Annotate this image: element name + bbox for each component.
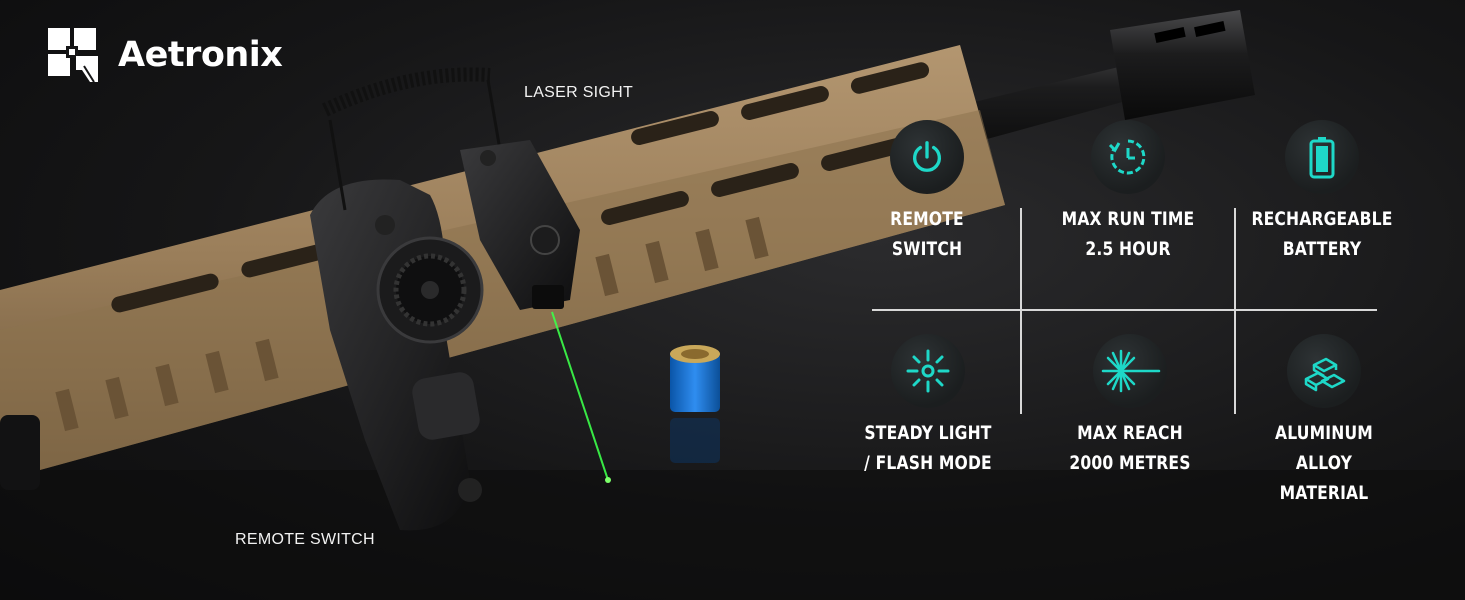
feature-label-line2: MATERIAL	[1279, 482, 1369, 504]
feature-steady-flash-mode: STEADY LIGHT / FLASH MODE	[838, 334, 1018, 478]
feature-label-line1: ALUMINUM ALLOY	[1275, 422, 1373, 474]
remote-switch-device	[310, 67, 502, 531]
feature-label-line1: REMOTE	[890, 208, 964, 230]
brand-logo: Aetronix	[46, 26, 283, 84]
battery-icon	[1309, 137, 1335, 179]
feature-label-line2: 2000 METRES	[1069, 452, 1191, 474]
feature-label-line2: BATTERY	[1282, 238, 1362, 260]
callout-remote-switch: REMOTE SWITCH	[235, 531, 375, 548]
feature-label-line2: / FLASH MODE	[864, 452, 992, 474]
feature-label-line2: SWITCH	[891, 238, 963, 260]
grid-divider-vertical-1	[1020, 208, 1022, 414]
grid-divider-vertical-2	[1234, 208, 1236, 414]
feature-label-line1: RECHARGEABLE	[1251, 208, 1393, 230]
grid-divider-horizontal	[872, 309, 1377, 311]
laser-sight-device	[460, 140, 580, 310]
brand-name: Aetronix	[118, 35, 283, 75]
power-icon	[913, 141, 941, 172]
feature-label-line2: 2.5 HOUR	[1085, 238, 1171, 260]
feature-label-line1: MAX REACH	[1077, 422, 1183, 444]
clock-icon	[1108, 139, 1146, 175]
laser-beam	[551, 311, 609, 481]
feature-aluminum-alloy: ALUMINUM ALLOY MATERIAL	[1234, 334, 1414, 508]
battery-cell	[670, 345, 720, 463]
laser-beam-icon	[1101, 349, 1161, 393]
light-burst-icon	[906, 349, 950, 393]
feature-label-line1: MAX RUN TIME	[1061, 208, 1195, 230]
brand-logo-icon	[48, 28, 98, 83]
callout-laser-sight: LASER SIGHT	[524, 84, 634, 101]
feature-max-run-time: MAX RUN TIME 2.5 HOUR	[1038, 120, 1218, 264]
feature-max-reach: MAX REACH 2000 METRES	[1040, 334, 1220, 478]
alloy-bars-icon	[1304, 357, 1346, 392]
feature-rechargeable-battery: RECHARGEABLE BATTERY	[1232, 120, 1412, 264]
feature-label-line1: STEADY LIGHT	[864, 422, 992, 444]
feature-remote-switch: REMOTE SWITCH	[837, 120, 1017, 264]
